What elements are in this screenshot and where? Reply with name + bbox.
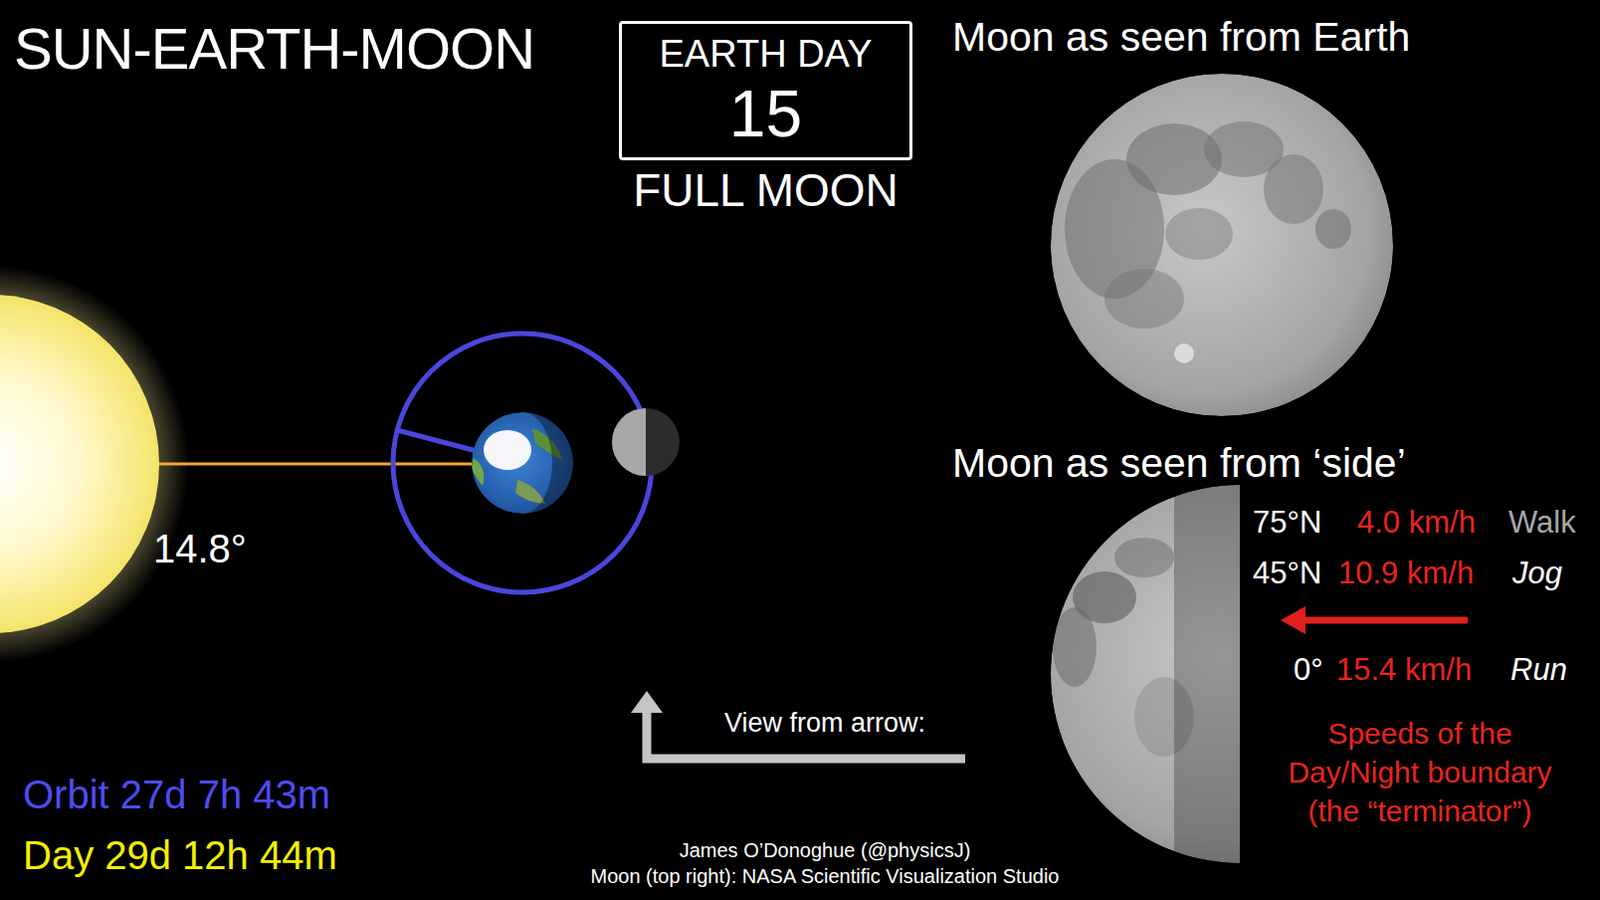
- view-label: View from arrow:: [724, 707, 926, 739]
- terminator-arrow: [1299, 616, 1468, 624]
- pace-label: Jog: [1512, 555, 1563, 592]
- latitude-label: 45°N: [1252, 555, 1322, 592]
- sun: [0, 294, 160, 633]
- view-arrowhead: [630, 690, 663, 713]
- latitude-label: 0°: [1293, 651, 1324, 688]
- panel-heading: Moon as seen from ‘side’: [952, 439, 1406, 487]
- moon-dark-side: [611, 407, 680, 476]
- earth: [471, 411, 574, 514]
- full-moon: [1050, 73, 1394, 416]
- day-length: Day 29d 12h 44m: [22, 831, 338, 878]
- angle-label: 14.8°: [153, 525, 247, 572]
- pace-label: Run: [1510, 651, 1568, 688]
- credit-line: James O’Donoghue (@physicsJ): [679, 838, 972, 862]
- latitude-label: 75°N: [1252, 504, 1322, 541]
- panel-heading: Moon as seen from Earth: [952, 13, 1410, 61]
- day-number: 15: [621, 75, 910, 151]
- speed-value: 10.9 km/h: [1338, 555, 1474, 592]
- sun-earth-line: [159, 462, 523, 466]
- terminator-arrowhead: [1280, 605, 1306, 634]
- phase-label: FULL MOON: [632, 165, 899, 216]
- speed-value: 4.0 km/h: [1357, 504, 1476, 541]
- day-box: EARTH DAY15FULL MOON: [618, 20, 913, 161]
- pace-label: Walk: [1508, 504, 1577, 541]
- orbit-period: Orbit 27d 7h 43m: [22, 771, 331, 817]
- terminator-note: Speeds of the Day/Night boundary (the “t…: [1270, 713, 1570, 830]
- moon-orbit: [393, 333, 652, 593]
- title: SUN-EARTH-MOON: [13, 15, 535, 83]
- speed-value: 15.4 km/h: [1336, 651, 1472, 688]
- moon-lit-side: [611, 407, 646, 476]
- credit-line: Moon (top right): NASA Scientific Visual…: [591, 864, 1060, 888]
- box-heading: EARTH DAY: [621, 23, 910, 76]
